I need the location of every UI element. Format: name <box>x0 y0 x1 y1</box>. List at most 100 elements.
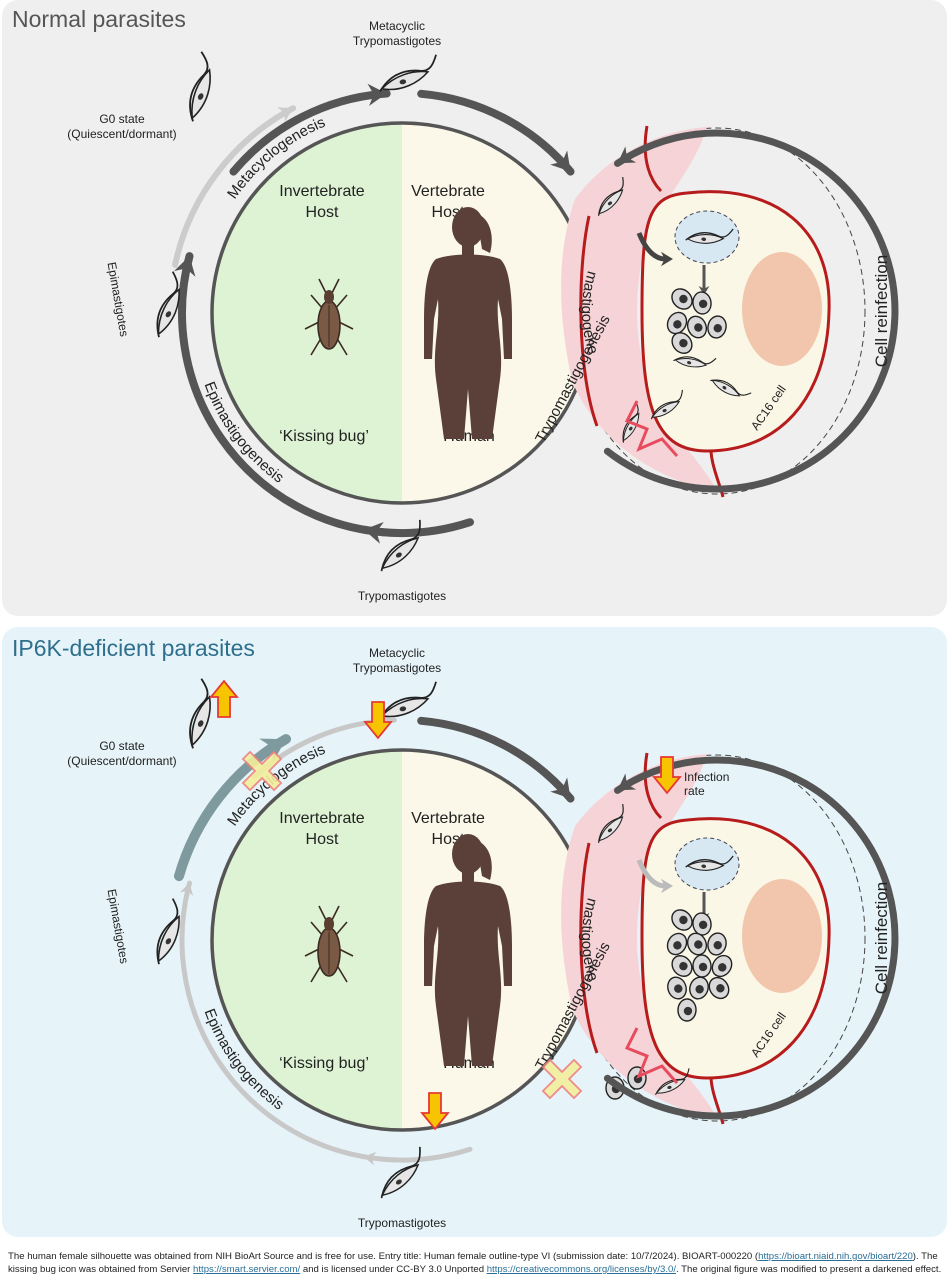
epimastigogenesis-arrow <box>179 880 367 1160</box>
hair <box>476 213 492 253</box>
amastigote-nucleus <box>718 963 727 972</box>
neck <box>462 245 474 257</box>
amastigote-icon <box>692 912 712 936</box>
amastigote-icon <box>666 311 688 335</box>
invertebrate-host-label: Invertebrate <box>279 810 364 827</box>
rupture-mark <box>624 400 679 457</box>
panel-title: Normal parasites <box>12 6 186 32</box>
trypomastigotes-label: Trypomastigotes <box>358 589 446 603</box>
attribution-footer: The human female silhouette was obtained… <box>8 1250 946 1276</box>
bug-leg <box>318 278 327 294</box>
servier-link[interactable]: https://smart.servier.com/ <box>193 1264 301 1275</box>
amastigote-icon <box>671 909 693 931</box>
bioart-link[interactable]: https://bioart.niaid.nih.gov/bioart/220 <box>758 1251 913 1262</box>
cell-reinfection-arrow-head <box>617 773 637 791</box>
trypomastigotes-decrease-arrow <box>420 1092 450 1131</box>
human-silhouette-icon <box>424 207 512 439</box>
host-nucleus <box>742 879 822 993</box>
epimastigote-icon <box>156 898 180 965</box>
metacyclic-decrease-arrow-shape <box>363 701 393 740</box>
amastigote-nucleus <box>694 940 703 949</box>
quiescent-label: (Quiescent/dormant) <box>67 127 176 141</box>
bug-head <box>324 917 334 931</box>
kinetoplast <box>165 938 172 945</box>
kissing-bug-label: ‘Kissing bug’ <box>279 1055 369 1072</box>
metacyclic-to-cell-arrow-head <box>550 150 571 172</box>
vacuole-trypomastigote-icon <box>685 228 734 244</box>
kissing-bug-icon <box>304 278 354 356</box>
kinetoplast <box>667 1085 672 1089</box>
vacuole-trypomastigote-icon <box>685 855 734 871</box>
entering-trypomastigote-icon <box>598 176 624 216</box>
bug-leg <box>331 905 340 921</box>
epimastigogenesis-arrow-head <box>179 883 194 896</box>
metacyclogenesis-blocked-marker-shape <box>241 750 283 792</box>
bug-head <box>324 290 334 304</box>
amastigote-nucleus <box>679 294 688 304</box>
g0-state-label: G0 state <box>99 112 145 126</box>
kissing-bug-label: ‘Kissing bug’ <box>279 428 369 445</box>
invertebrate-host-label: Invertebrate <box>279 183 364 200</box>
head <box>452 834 484 874</box>
kinetoplast <box>701 237 707 242</box>
trypomastigogenesis-blocked-marker <box>541 1058 583 1100</box>
neck <box>462 872 474 884</box>
amastigote-nucleus <box>679 961 688 971</box>
kinetoplast <box>607 201 613 206</box>
g0-transition-arrow <box>172 105 297 268</box>
amastigote-icon <box>708 976 730 1000</box>
amastigote-icon <box>677 998 697 1022</box>
amastigote-nucleus <box>698 962 708 972</box>
amastigote-icon <box>686 932 708 956</box>
amastigote-icon <box>692 954 712 978</box>
metacyclic-to-cell-arrow <box>417 716 575 803</box>
cell-entry-arrow-head <box>661 251 673 267</box>
footer-text: . The original figure was modified to pr… <box>676 1264 942 1275</box>
panel-title: IP6K-deficient parasites <box>12 635 255 661</box>
internalization-arrow-head <box>698 286 710 295</box>
tissue-membrane <box>643 125 663 193</box>
cell-entry-arrow <box>636 859 666 889</box>
metacyclic-label-line: Trypomastigotes <box>353 34 441 48</box>
amastigote-icon <box>671 955 693 977</box>
cell-reinfection-arrow-head <box>617 146 637 164</box>
g0-parasite-icon <box>189 678 211 749</box>
g0-transition-arrow-head <box>277 107 294 122</box>
trypomastigotes-decrease-arrow-shape <box>420 1092 450 1131</box>
metacyclogenesis-blocked-marker <box>241 750 283 792</box>
kinetoplast <box>662 408 667 413</box>
g0-transition-arrow <box>174 734 291 882</box>
released-trypomastigote-icon <box>622 401 640 443</box>
trypomastigote-icon <box>380 1146 421 1199</box>
tissue-membrane <box>579 215 599 427</box>
metacyclic-label-line: Trypomastigotes <box>353 661 441 675</box>
cell-reinfection-arrow <box>603 756 899 1120</box>
license-link[interactable]: https://creativecommons.org/licenses/by/… <box>486 1264 676 1275</box>
amastigote-icon <box>671 332 693 354</box>
emerging-trypomastigote-icon <box>673 356 717 368</box>
kinetoplast <box>197 720 204 727</box>
kinetoplast <box>165 311 172 318</box>
amastigote-nucleus <box>694 323 703 332</box>
trypomastigote-return-arrow-head <box>363 1151 377 1166</box>
kissing-bug-icon <box>304 905 354 983</box>
tissue-membrane <box>579 842 599 1054</box>
bug-leg <box>331 278 340 294</box>
cell-entry-arrow <box>636 232 666 262</box>
trypomastigote-icon <box>380 519 421 572</box>
amastigote-nucleus <box>698 920 708 930</box>
kinetoplast <box>197 93 204 100</box>
g0-parasite-icon <box>189 51 211 122</box>
epimastigotes-label: Epimastigotes <box>105 261 132 338</box>
bug-leg <box>318 905 327 921</box>
head <box>452 207 484 247</box>
kinetoplast <box>701 864 707 869</box>
invertebrate-half <box>212 123 402 503</box>
metacyclic-to-cell-arrow-head <box>550 777 571 799</box>
infection-rate-decrease-arrow <box>652 756 682 795</box>
amastigote-icon <box>692 291 712 315</box>
amastigote-nucleus <box>713 940 722 950</box>
